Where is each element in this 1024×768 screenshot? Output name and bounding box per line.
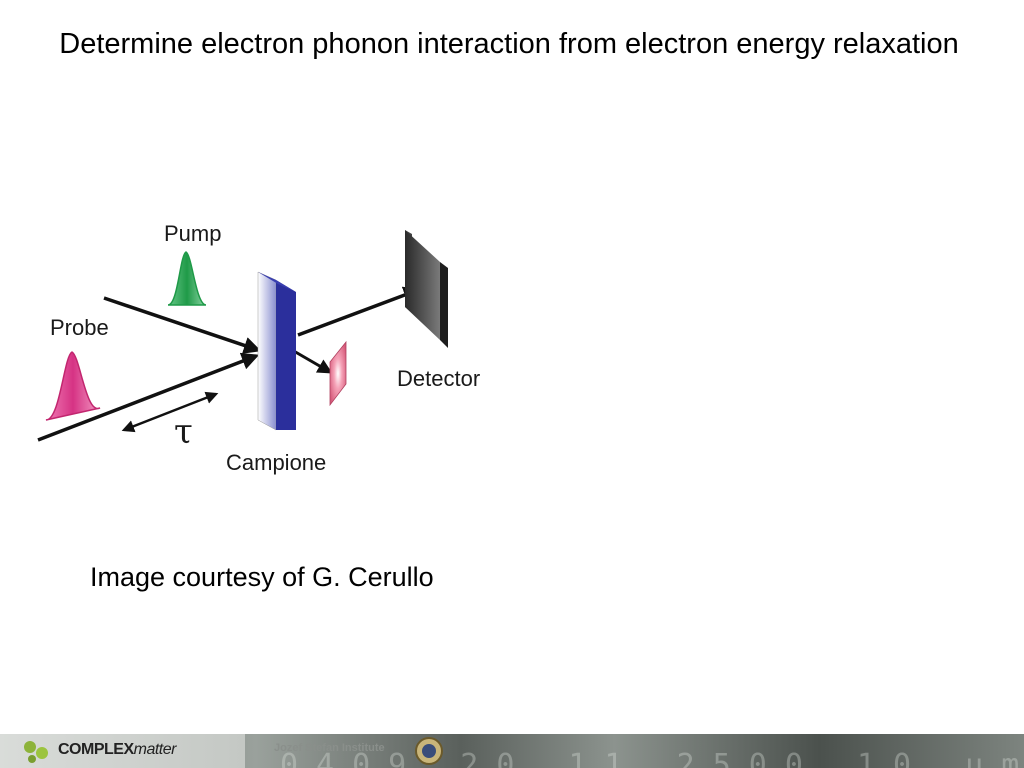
slide-title: Determine electron phonon interaction fr… xyxy=(59,28,959,60)
reflected-beam xyxy=(297,286,422,337)
footer-banner: 0409 20 11 2500 10 um COMPLEXmatter Joze… xyxy=(0,734,1024,768)
footer-background-digits: 0409 20 11 2500 10 um xyxy=(280,748,1024,768)
footer-brand-thin: matter xyxy=(133,741,177,758)
sample-label: Campione xyxy=(226,450,327,475)
pump-probe-diagram: Pump Probe Detector Campione τ xyxy=(0,190,520,490)
detector-icon xyxy=(405,230,448,348)
footer-brand: COMPLEXmatter xyxy=(58,741,176,759)
complexmatter-logo-icon xyxy=(24,741,48,763)
sample-icon xyxy=(257,271,296,431)
delay-tau-label: τ xyxy=(174,412,193,452)
institute-seal-icon xyxy=(415,737,443,765)
filter-beam xyxy=(291,348,333,374)
delay-arrow xyxy=(121,391,219,433)
filter-icon xyxy=(329,340,347,407)
image-credit: Image courtesy of G. Cerullo xyxy=(90,562,434,592)
detector-label: Detector xyxy=(397,366,481,391)
pump-beam xyxy=(103,296,262,354)
pump-label: Pump xyxy=(164,221,222,246)
pump-pulse-icon xyxy=(167,251,207,306)
probe-label: Probe xyxy=(50,315,109,340)
probe-pulse-icon xyxy=(45,351,101,421)
footer-brand-bold: COMPLEX xyxy=(58,741,134,758)
diagram-svg xyxy=(37,230,448,442)
footer-institute-name: Jozef Stefan Institute xyxy=(274,742,385,754)
